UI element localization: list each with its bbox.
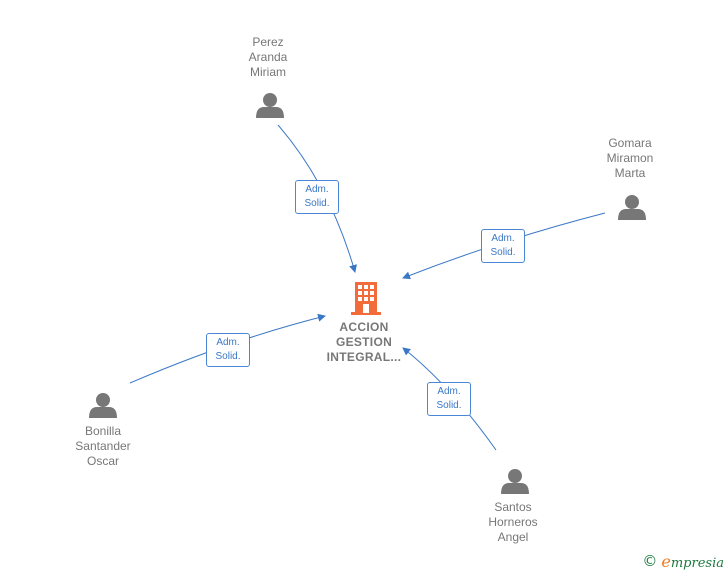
brand-logo[interactable]: empresia bbox=[661, 551, 724, 571]
person-name-santos[interactable]: Santos Horneros Angel bbox=[488, 500, 538, 544]
copyright-icon: © bbox=[642, 552, 658, 570]
role-label-santos: Adm. Solid. bbox=[427, 382, 471, 416]
person-name-perez[interactable]: Perez Aranda Miriam bbox=[248, 35, 288, 79]
person-icon[interactable] bbox=[89, 393, 117, 418]
company-name[interactable]: ACCION GESTION INTEGRAL... bbox=[326, 320, 402, 364]
role-label-gomara: Adm. Solid. bbox=[481, 229, 525, 263]
role-label-bonilla: Adm. Solid. bbox=[206, 333, 250, 367]
person-icon[interactable] bbox=[618, 195, 646, 220]
footer-brand: © empresia bbox=[642, 551, 724, 571]
building-icon[interactable] bbox=[351, 282, 381, 315]
person-icon[interactable] bbox=[256, 93, 284, 118]
person-name-bonilla[interactable]: Bonilla Santander Oscar bbox=[75, 424, 131, 468]
person-icon[interactable] bbox=[501, 469, 529, 494]
person-name-gomara[interactable]: Gomara Miramon Marta bbox=[606, 136, 654, 180]
role-label-perez: Adm. Solid. bbox=[295, 180, 339, 214]
